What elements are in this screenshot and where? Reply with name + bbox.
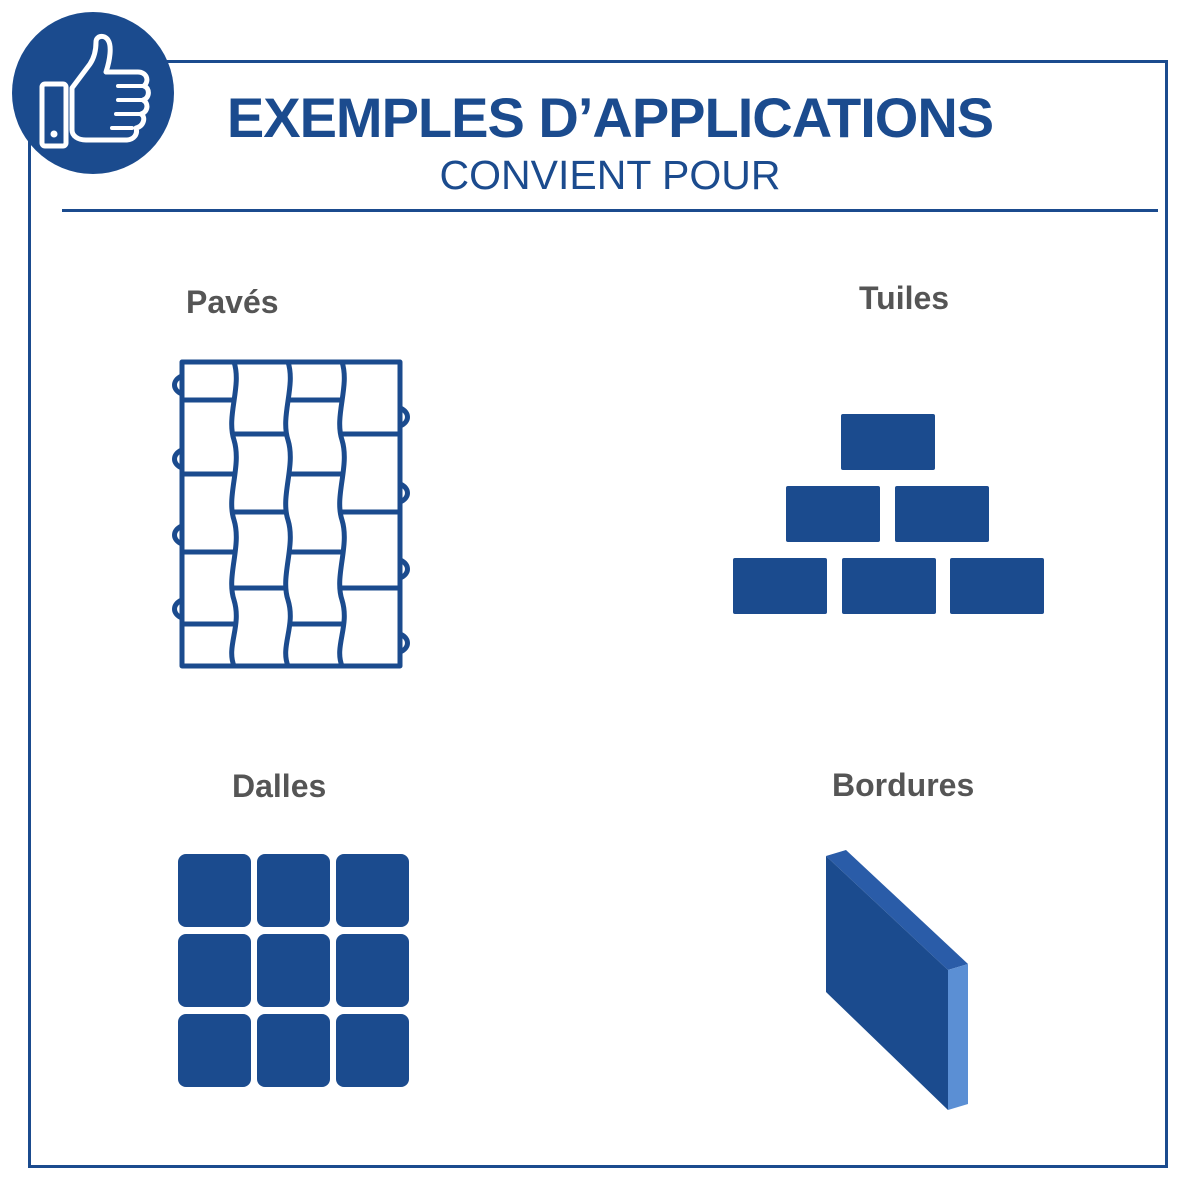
stacked-tiles-icon xyxy=(733,414,1044,614)
page-title: EXEMPLES D’APPLICATIONS xyxy=(226,86,994,149)
paving-stones-icon xyxy=(172,359,410,669)
content-frame xyxy=(28,60,1168,1168)
page-subtitle: CONVIENT POUR xyxy=(439,152,781,198)
badge xyxy=(12,12,174,174)
application-label-dalles: Dalles xyxy=(232,768,327,804)
application-label-tuiles: Tuiles xyxy=(859,280,950,316)
thumbs-up-icon xyxy=(39,33,151,149)
application-label-paves: Pavés xyxy=(186,284,279,320)
slab-grid-icon xyxy=(178,854,409,1087)
curb-icon xyxy=(826,850,968,1110)
header-divider xyxy=(62,209,1158,212)
application-label-bordures: Bordures xyxy=(832,767,975,803)
